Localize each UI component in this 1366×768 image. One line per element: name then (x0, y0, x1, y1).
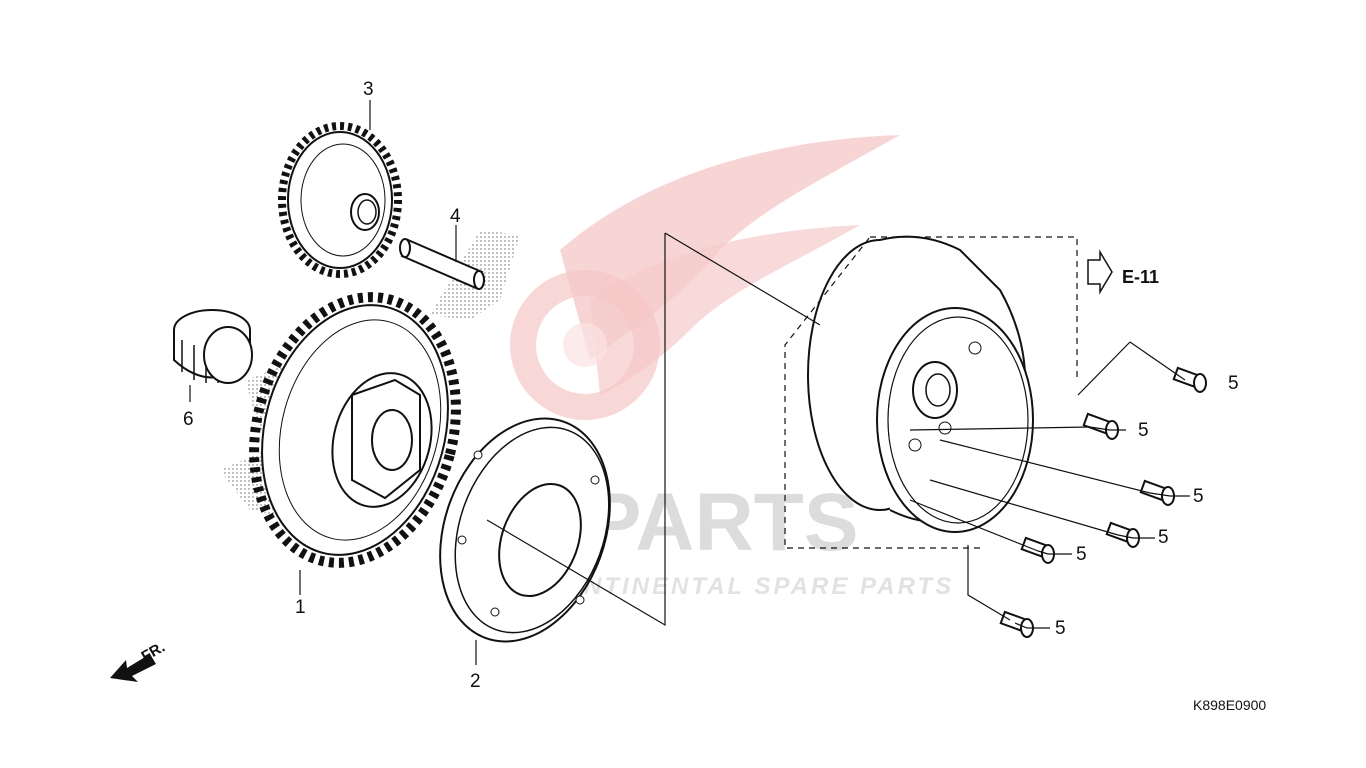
callout-5: 5 (1076, 544, 1087, 565)
front-direction-arrow-icon (110, 654, 156, 682)
flywheel-group-outline (784, 236, 1078, 549)
callout-5: 5 (1138, 420, 1149, 441)
part-2-starter-clutch (439, 417, 611, 643)
callout-6: 6 (183, 409, 194, 430)
diagram-code: K898E0900 (1193, 697, 1266, 713)
part-4-pin (399, 238, 485, 290)
watermark-logo (510, 135, 900, 420)
callout-4: 4 (450, 206, 461, 227)
part-3-gear (278, 122, 402, 278)
reference-arrow-icon (1087, 249, 1113, 295)
bolt (999, 610, 1034, 638)
leader-lines (189, 100, 1190, 665)
callout-3: 3 (363, 79, 374, 100)
callout-5: 5 (1228, 373, 1239, 394)
callout-2: 2 (470, 671, 481, 692)
bolt (1172, 366, 1207, 393)
part-6-needle-bearing (173, 309, 253, 384)
callout-5: 5 (1055, 618, 1066, 639)
callout-1: 1 (295, 597, 306, 618)
callout-5: 5 (1193, 486, 1204, 507)
bolt (1105, 521, 1140, 548)
callout-5: 5 (1158, 527, 1169, 548)
flywheel-rotor (807, 235, 1034, 533)
reference-label[interactable]: E-11 (1122, 267, 1159, 287)
part-1-large-gear (249, 292, 461, 568)
bolt (1139, 479, 1175, 506)
